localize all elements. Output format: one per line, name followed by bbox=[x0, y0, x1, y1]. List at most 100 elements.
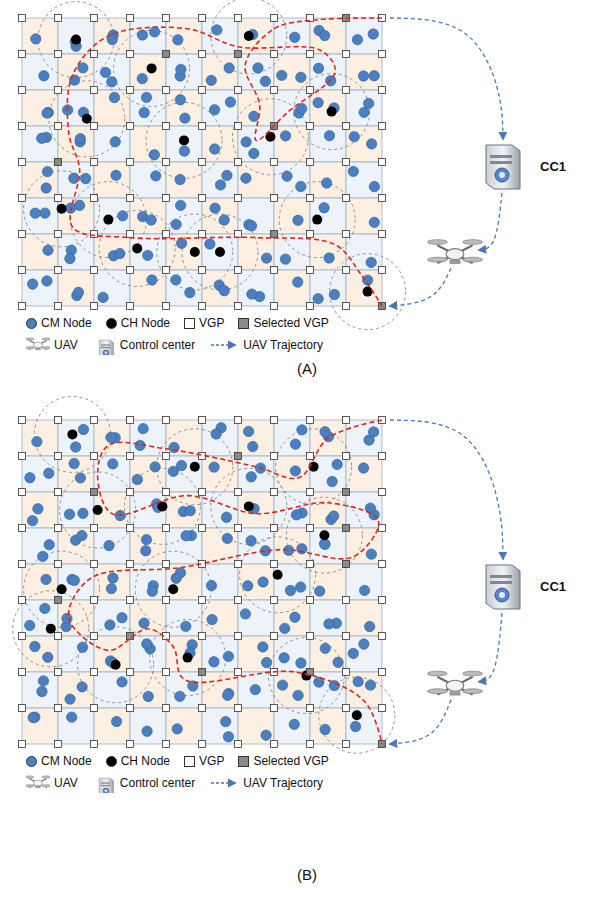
cm-node bbox=[37, 133, 47, 143]
grid-cell bbox=[166, 270, 202, 306]
uav-icon bbox=[428, 671, 483, 695]
vgp bbox=[343, 453, 350, 460]
uav-route-arrow bbox=[390, 420, 503, 559]
vgp bbox=[163, 741, 170, 748]
vgp bbox=[163, 231, 170, 238]
vgp bbox=[235, 267, 242, 274]
cm-node bbox=[243, 581, 253, 591]
vgp bbox=[235, 303, 242, 310]
grid-cell bbox=[166, 162, 202, 198]
vgp bbox=[163, 51, 170, 58]
ch-node bbox=[67, 429, 77, 439]
cm-node bbox=[249, 111, 259, 121]
cm-node bbox=[38, 676, 48, 686]
cm-node bbox=[240, 609, 250, 619]
cm-node bbox=[185, 287, 195, 297]
vgp bbox=[91, 123, 98, 130]
vgp bbox=[235, 417, 242, 424]
cluster-range bbox=[294, 74, 370, 150]
cm-node bbox=[349, 131, 359, 141]
vgp bbox=[127, 669, 134, 676]
vgp bbox=[307, 87, 314, 94]
ch-node bbox=[190, 462, 200, 472]
vgp bbox=[91, 231, 98, 238]
cm-node bbox=[241, 173, 251, 183]
grid-cell bbox=[238, 54, 274, 90]
grid-cell bbox=[310, 126, 346, 162]
cm-node bbox=[358, 71, 368, 81]
legend-icon bbox=[209, 773, 239, 793]
uav-route-arrow bbox=[390, 18, 503, 139]
vgp bbox=[163, 489, 170, 496]
vgp bbox=[343, 705, 350, 712]
grid-cell bbox=[238, 600, 274, 636]
vgp bbox=[199, 87, 206, 94]
vgp bbox=[163, 669, 170, 676]
cm-node bbox=[222, 690, 232, 700]
vgp bbox=[127, 195, 134, 202]
vgp bbox=[307, 453, 314, 460]
vgp bbox=[343, 669, 350, 676]
grid-cell bbox=[202, 528, 238, 564]
cm-node bbox=[172, 724, 182, 734]
grid-cell bbox=[238, 492, 274, 528]
cm-node bbox=[149, 150, 159, 160]
legend-swatch bbox=[184, 756, 195, 767]
grid-cell bbox=[310, 90, 346, 126]
vgp bbox=[91, 195, 98, 202]
vgp bbox=[199, 123, 206, 130]
grid-cell bbox=[22, 672, 58, 708]
vgp bbox=[127, 489, 134, 496]
grid-cell bbox=[346, 54, 382, 90]
cm-node bbox=[329, 511, 339, 521]
vgp bbox=[271, 525, 278, 532]
cm-node bbox=[179, 146, 189, 156]
vgp bbox=[379, 669, 386, 676]
grid-cell bbox=[58, 528, 94, 564]
vgp bbox=[307, 123, 314, 130]
legend-icon bbox=[92, 773, 116, 793]
cm-node bbox=[296, 72, 306, 82]
cm-node bbox=[313, 63, 323, 73]
cm-node bbox=[185, 506, 195, 516]
grid-cell bbox=[274, 636, 310, 672]
grid-cell bbox=[310, 162, 346, 198]
cm-node bbox=[106, 583, 116, 593]
vgp bbox=[163, 159, 170, 166]
vgp bbox=[19, 231, 26, 238]
vgp bbox=[127, 51, 134, 58]
vgp bbox=[379, 525, 386, 532]
grid-cell bbox=[346, 420, 382, 456]
vgp bbox=[91, 669, 98, 676]
vgp bbox=[199, 15, 206, 22]
grid-cell bbox=[22, 270, 58, 306]
grid-cell bbox=[202, 90, 238, 126]
cluster-range bbox=[146, 102, 222, 178]
vgp bbox=[19, 159, 26, 166]
grid-cell bbox=[202, 198, 238, 234]
vgp bbox=[55, 195, 62, 202]
cm-node bbox=[104, 540, 114, 550]
grid-cell bbox=[238, 162, 274, 198]
grid-cell bbox=[58, 672, 94, 708]
cm-node bbox=[41, 574, 51, 584]
cm-node bbox=[142, 726, 152, 736]
cm-node bbox=[219, 286, 229, 296]
vgp bbox=[307, 741, 314, 748]
grid-cell bbox=[22, 456, 58, 492]
cm-node bbox=[175, 200, 185, 210]
cm-node bbox=[332, 459, 342, 469]
grid-cell bbox=[238, 564, 274, 600]
control-center-label: CC1 bbox=[540, 579, 566, 594]
vgp bbox=[271, 87, 278, 94]
cm-node bbox=[141, 92, 151, 102]
vgp bbox=[163, 15, 170, 22]
vgp bbox=[379, 489, 386, 496]
cm-node bbox=[319, 203, 329, 213]
sensor-field bbox=[19, 0, 521, 330]
cm-node bbox=[359, 585, 369, 595]
grid-cell bbox=[202, 708, 238, 744]
cm-node bbox=[100, 67, 110, 77]
cm-node bbox=[220, 716, 230, 726]
grid-cell bbox=[310, 198, 346, 234]
